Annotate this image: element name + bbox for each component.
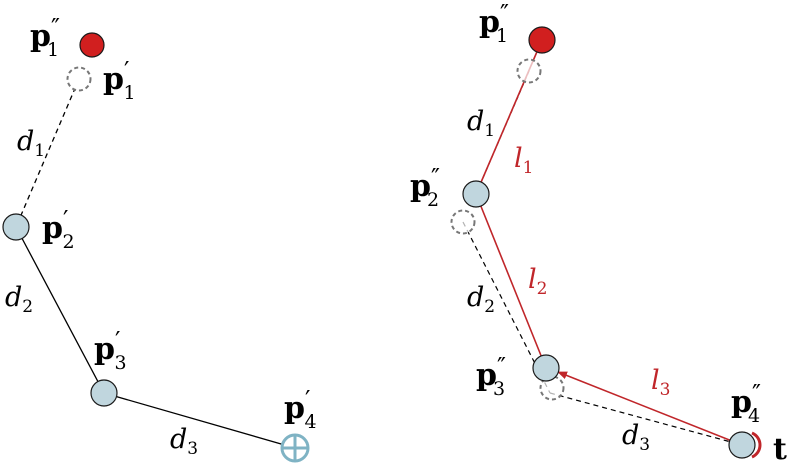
label-right-p3-double-prime: p″3	[476, 353, 506, 400]
label-right-t: t	[773, 432, 787, 466]
label-right-p4-double-prime: p″4	[731, 380, 761, 427]
label-left-p4-prime: p′4	[284, 386, 317, 433]
right-joint-p3-ghost	[539, 375, 565, 401]
label-right-l1: l1	[514, 143, 533, 178]
right-old-segment-2	[462, 221, 551, 394]
left-joint-p3-prime	[90, 379, 118, 407]
right-joint-p2-ghost	[450, 209, 476, 235]
right-target-t-marker	[751, 431, 762, 459]
right-joint-p3-double-prime	[532, 354, 560, 382]
left-panel: p″1 p′1 p′2 p′3 p′4 d1 d2 d3	[2, 14, 317, 463]
label-left-p2-prime: p′2	[42, 206, 75, 253]
left-target-crosshair	[280, 433, 310, 463]
left-joint-p2-prime	[2, 213, 30, 241]
right-joint-p2-double-prime	[462, 180, 490, 208]
label-right-d3: d3	[622, 420, 650, 455]
left-joint-p1-prime-ghost	[66, 66, 92, 92]
right-joint-p1-ghost	[516, 58, 542, 84]
label-left-p3-prime: p′3	[94, 327, 127, 374]
right-old-segment-3	[549, 392, 743, 446]
label-right-p2-double-prime: p″2	[410, 164, 440, 211]
right-joint-p4-double-prime	[728, 431, 756, 459]
label-right-l3: l3	[651, 365, 670, 400]
right-panel: p″1 p″2 p″3 p″4 t d1 d2 d3 l1 l2 l3	[410, 0, 787, 466]
label-right-d2: d2	[467, 282, 495, 317]
label-right-d1: d1	[467, 106, 495, 141]
right-joint-p1-double-prime	[528, 26, 556, 54]
label-left-d2: d2	[5, 282, 33, 317]
label-left-p1-double-prime: p″1	[30, 14, 60, 61]
label-right-l2: l2	[528, 264, 547, 299]
right-l3-segment	[557, 371, 743, 446]
label-left-d1: d1	[17, 126, 45, 161]
label-right-p1-double-prime: p″1	[479, 0, 509, 47]
left-segment-d2	[15, 226, 105, 394]
label-left-p1-prime: p′1	[103, 57, 136, 104]
left-segment-d3	[103, 392, 296, 449]
label-left-d3: d3	[170, 424, 198, 459]
right-l2-segment	[475, 193, 547, 369]
left-joint-p1-double-prime	[79, 32, 105, 58]
